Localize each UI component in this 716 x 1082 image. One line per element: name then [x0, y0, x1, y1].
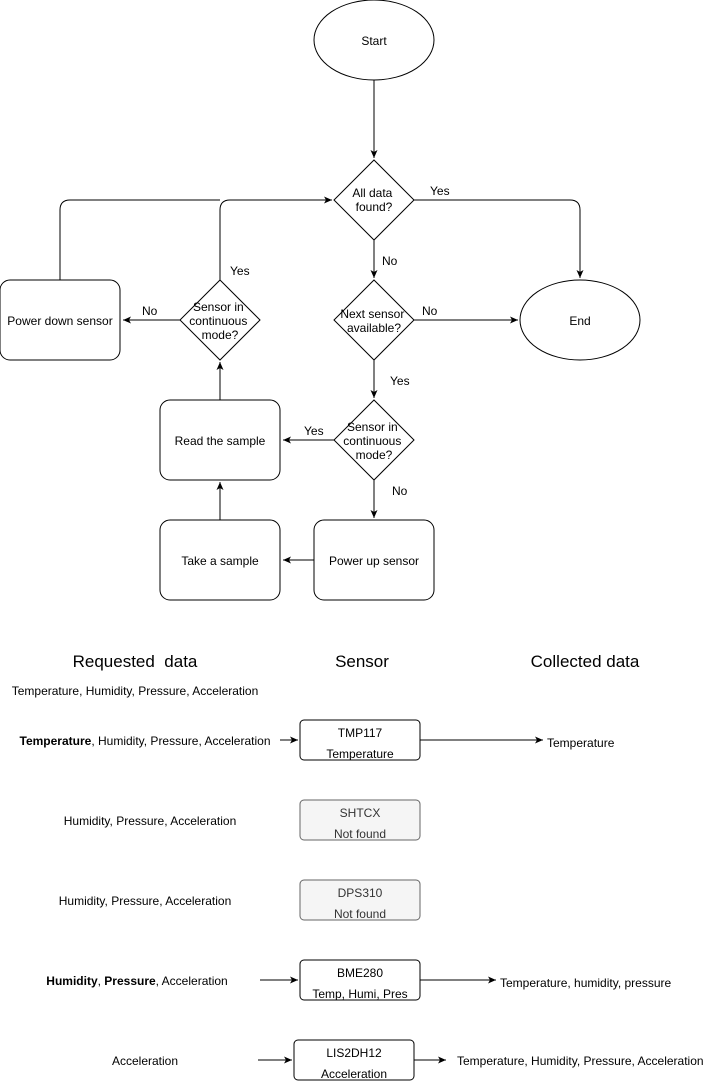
- row-5-request: Acceleration: [112, 1054, 178, 1068]
- node-next-sensor: Next sensor available?: [333, 279, 415, 361]
- node-cont-left-line-3: mode?: [202, 328, 239, 342]
- table-headers: Requested data Sensor Collected data: [73, 652, 640, 671]
- node-cont-right-line-3: mode?: [356, 448, 393, 462]
- node-end-label: End: [569, 314, 590, 328]
- initial-request: Temperature, Humidity, Pressure, Acceler…: [12, 684, 259, 698]
- row-3-sensor-name: DPS310: [338, 886, 383, 900]
- row-4-request-rest: , Acceleration: [156, 974, 228, 988]
- node-start-label: Start: [361, 34, 387, 48]
- node-all-data-found: All data found?: [333, 159, 415, 241]
- node-take-sample: Take a sample: [159, 519, 281, 601]
- row-4-request-bold-2: Pressure: [104, 974, 156, 988]
- row-5-collected: Temperature, Humidity, Pressure, Acceler…: [457, 1054, 704, 1068]
- row-1-sensor-sub: Temperature: [326, 747, 394, 761]
- node-end: End: [519, 279, 641, 361]
- row-4-request-bold-1: Humidity: [46, 974, 98, 988]
- label-all-yes: Yes: [430, 184, 450, 198]
- row-5-sensor-name: LIS2DH12: [326, 1046, 382, 1060]
- row-1-sensor-name: TMP117: [338, 726, 383, 740]
- label-cont-right-yes: Yes: [304, 424, 324, 438]
- table-row: Humidity, Pressure, Acceleration BME280 …: [46, 959, 672, 1001]
- label-cont-left-yes: Yes: [230, 264, 250, 278]
- node-all-data-line-1: All data: [352, 186, 392, 200]
- label-cont-right-no: No: [392, 484, 408, 498]
- svg-text:Sensor in continuous: Sensor in continuous mode?: [343, 420, 404, 462]
- node-next-sensor-line-2: available?: [347, 321, 401, 335]
- row-4-request-sep: ,: [98, 974, 105, 988]
- node-start: Start: [313, 0, 435, 81]
- header-sensor: Sensor: [335, 652, 389, 671]
- row-1-request: Temperature, Humidity, Pressure, Acceler…: [20, 734, 271, 748]
- node-all-data-line-2: found?: [356, 200, 393, 214]
- edge-power-down-to-all-data: [59, 199, 220, 280]
- row-4-collected: Temperature, humidity, pressure: [500, 976, 672, 990]
- label-cont-left-no: No: [142, 304, 158, 318]
- row-4-sensor-name: BME280: [337, 966, 383, 980]
- table-row: Humidity, Pressure, Acceleration DPS310 …: [59, 879, 421, 921]
- row-3-sensor-sub: Not found: [334, 907, 386, 921]
- header-collected-data: Collected data: [531, 652, 640, 671]
- node-take-sample-label: Take a sample: [181, 554, 259, 568]
- edge-all-data-yes-to-end: [414, 199, 584, 278]
- label-next-yes: Yes: [390, 374, 410, 388]
- node-read-sample: Read the sample: [159, 399, 281, 481]
- row-4-request: Humidity, Pressure, Acceleration: [46, 974, 227, 988]
- row-1-request-bold: Temperature: [20, 734, 92, 748]
- flow-edge-labels: Yes No No Yes Yes No Yes No: [142, 184, 450, 498]
- row-2-sensor-sub: Not found: [334, 827, 386, 841]
- node-next-sensor-line-1: Next sensor: [340, 307, 404, 321]
- table-row: Temperature, Humidity, Pressure, Acceler…: [20, 719, 615, 761]
- table-row: Humidity, Pressure, Acceleration SHTCX N…: [64, 799, 421, 841]
- node-cont-left-line-1: Sensor in: [193, 300, 244, 314]
- node-cont-right-line-1: Sensor in: [347, 420, 398, 434]
- svg-text:Next sensor available?: Next sensor available?: [340, 307, 407, 335]
- header-requested-data: Requested data: [73, 652, 198, 671]
- node-power-up-label: Power up sensor: [329, 554, 419, 568]
- row-2-request: Humidity, Pressure, Acceleration: [64, 814, 237, 828]
- label-all-no: No: [382, 254, 398, 268]
- svg-text:Sensor in continuous: Sensor in continuous mode?: [189, 300, 250, 342]
- flow-edges: [59, 80, 584, 564]
- label-next-no: No: [422, 304, 438, 318]
- node-cont-right-line-2: continuous: [343, 434, 401, 448]
- row-4-sensor-sub: Temp, Humi, Pres: [312, 987, 407, 1001]
- svg-text:All data found?: All data found?: [352, 186, 395, 214]
- row-3-request: Humidity, Pressure, Acceleration: [59, 894, 232, 908]
- row-2-sensor-name: SHTCX: [340, 806, 381, 820]
- row-1-collected: Temperature: [547, 736, 615, 750]
- node-cont-left-line-2: continuous: [189, 314, 247, 328]
- row-5-sensor-sub: Acceleration: [321, 1067, 387, 1081]
- node-read-sample-label: Read the sample: [175, 434, 266, 448]
- row-3-sensor-box: [299, 879, 421, 921]
- row-2-sensor-box: [299, 799, 421, 841]
- node-power-up: Power up sensor: [313, 519, 435, 601]
- table-row: Acceleration LIS2DH12 Acceleration Tempe…: [112, 1039, 704, 1081]
- node-power-down-label: Power down sensor: [7, 314, 112, 328]
- node-continuous-right: Sensor in continuous mode?: [333, 399, 415, 481]
- row-1-request-rest: , Humidity, Pressure, Acceleration: [91, 734, 270, 748]
- node-continuous-left: Sensor in continuous mode?: [179, 279, 261, 361]
- node-power-down: Power down sensor: [0, 279, 121, 361]
- edge-left-continuous-yes-to-all-data: [219, 196, 332, 280]
